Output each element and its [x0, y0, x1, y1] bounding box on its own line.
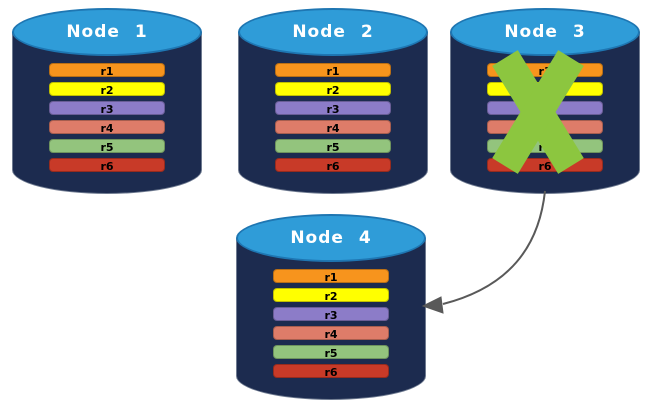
replica-row: r5 — [275, 139, 391, 154]
cylinder-top: Node 1 — [12, 8, 202, 56]
replica-row: r4 — [275, 120, 391, 135]
replica-row: r1 — [273, 269, 389, 284]
node-cylinder-4: Node 4 r1 r2 r3 r4 r5 r6 — [236, 214, 426, 400]
replica-label: r6 — [324, 366, 338, 379]
replica-row: r6 — [273, 364, 389, 379]
failover-arrow-curve — [442, 190, 546, 305]
replica-row: r2 — [273, 288, 389, 303]
replica-row: r2 — [275, 82, 391, 97]
replica-label: r6 — [100, 160, 114, 173]
replica-label: r4 — [324, 328, 338, 341]
replica-label: r2 — [324, 290, 338, 303]
node-label: Node 1 — [66, 22, 148, 42]
cylinder-top: Node 3 — [450, 8, 640, 56]
replica-row: r4 — [273, 326, 389, 341]
replica-label: r3 — [324, 309, 338, 322]
node-label: Node 3 — [504, 22, 586, 42]
failover-arrowhead-icon — [421, 296, 444, 314]
replica-row: r4 — [49, 120, 165, 135]
node-label: Node 2 — [292, 22, 374, 42]
node-cylinder-1: Node 1 r1 r2 r3 r4 r5 r6 — [12, 8, 202, 194]
replica-row: r3 — [275, 101, 391, 116]
replica-label: r5 — [326, 141, 340, 154]
replica-row: r3 — [49, 101, 165, 116]
replica-label: r1 — [326, 65, 340, 78]
replica-row: r1 — [49, 63, 165, 78]
cylinder-top: Node 2 — [238, 8, 428, 56]
replica-label: r4 — [100, 122, 114, 135]
replica-row: r6 — [49, 158, 165, 173]
replica-rows: r1 r2 r3 r4 r5 r6 — [275, 63, 391, 177]
replica-label: r2 — [100, 84, 114, 97]
replica-label: r1 — [324, 271, 338, 284]
replica-label: r5 — [100, 141, 114, 154]
replica-row: r3 — [273, 307, 389, 322]
cylinder-top: Node 4 — [236, 214, 426, 262]
replica-label: r6 — [538, 160, 552, 173]
replica-row: r6 — [275, 158, 391, 173]
replica-label: r3 — [100, 103, 114, 116]
replica-rows: r1 r2 r3 r4 r5 r6 — [273, 269, 389, 383]
replica-rows: r1 r2 r3 r4 r5 r6 — [49, 63, 165, 177]
replica-label: r1 — [100, 65, 114, 78]
replica-label: r2 — [326, 84, 340, 97]
replica-label: r4 — [326, 122, 340, 135]
replica-label: r5 — [324, 347, 338, 360]
replica-label: r3 — [326, 103, 340, 116]
failure-x-icon — [492, 50, 584, 174]
replica-row: r5 — [273, 345, 389, 360]
replica-label: r6 — [326, 160, 340, 173]
node-label: Node 4 — [290, 228, 372, 248]
replica-row: r1 — [275, 63, 391, 78]
node-cylinder-2: Node 2 r1 r2 r3 r4 r5 r6 — [238, 8, 428, 194]
replica-row: r2 — [49, 82, 165, 97]
replica-row: r5 — [49, 139, 165, 154]
